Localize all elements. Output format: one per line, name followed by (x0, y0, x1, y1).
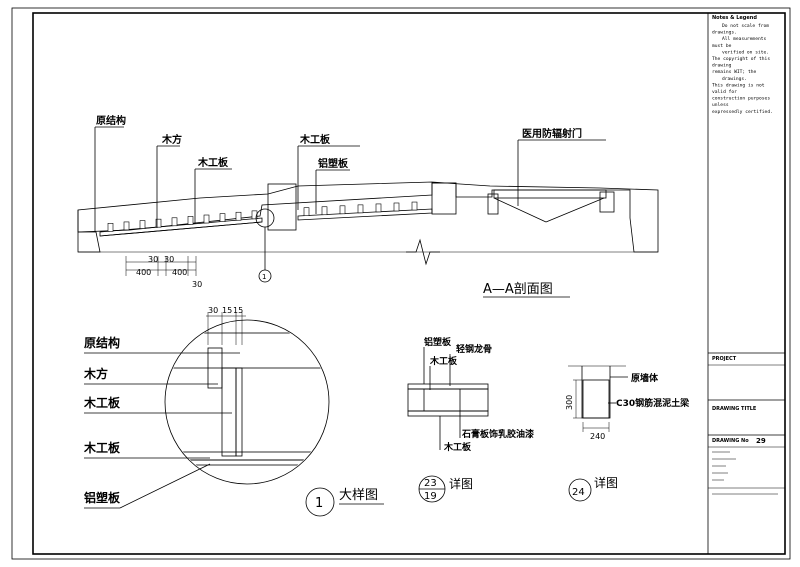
detail-23: 铝塑板 轻钢龙骨 木工板 石膏板饰乳胶油漆 木工板 23 19 详图 (407, 336, 534, 503)
batten (357, 204, 364, 214)
batten (321, 206, 328, 216)
section-title: A—A剖面图 (483, 282, 553, 297)
batten (139, 220, 146, 229)
batten (155, 218, 162, 228)
batten (375, 203, 382, 213)
detail-23-title: 详图 (449, 476, 473, 491)
dim-30c: 30 (192, 280, 202, 289)
door-frame (493, 189, 607, 199)
d1-label-alu: 铝塑板 (84, 490, 121, 505)
notes-line: verified on site. (722, 49, 769, 55)
label-structure: 原结构 (96, 114, 126, 127)
batten (303, 207, 310, 216)
callout-number: 1 (262, 273, 266, 281)
d23-label-alu: 铝塑板 (424, 336, 452, 348)
label-board: 木工板 (197, 156, 229, 169)
battens (107, 201, 418, 232)
project-label: PROJECT (712, 356, 737, 362)
detail-circle (164, 319, 330, 485)
label-door: 医用防辐射门 (522, 127, 582, 140)
batten (219, 213, 226, 222)
batten (339, 205, 346, 215)
batten (251, 210, 258, 220)
notes-line: Do not scale from (722, 23, 769, 29)
notes-line: construction purposes (712, 96, 770, 102)
label-board2: 木工板 (299, 133, 331, 146)
detail-24-title: 详图 (594, 475, 618, 490)
label-alu-plastic: 铝塑板 (318, 157, 349, 170)
section-aa: 1 原结构 木方 木工板 木工板 铝塑板 医用防辐射门 30 400 (77, 114, 659, 298)
d1-label-board: 木工板 (83, 395, 121, 410)
detail-24-number: 24 (572, 487, 585, 498)
label-timber: 木方 (161, 133, 182, 146)
notes-line: All measurements (722, 36, 766, 42)
d23-label-board: 木工板 (429, 355, 458, 367)
batten (171, 217, 178, 227)
notes-heading: Notes & Legend (712, 15, 757, 21)
column-right (431, 182, 457, 215)
dim-15a: 15 (222, 306, 232, 315)
detail-1-number: 1 (315, 496, 323, 511)
notes-line: drawing (712, 63, 732, 69)
detail-number-circle (305, 487, 335, 517)
concrete-slab (77, 181, 659, 253)
d23-label-gypsum: 石膏板饰乳胶油漆 (461, 428, 534, 440)
batten (107, 223, 114, 232)
dim-240: 240 (590, 432, 605, 441)
notes-line: expressedly certified. (712, 109, 773, 115)
detail-23-bottom: 19 (424, 491, 437, 502)
notes-line: unless (712, 102, 729, 108)
batten (411, 201, 418, 211)
notes-line: must be (712, 43, 732, 49)
detail-23-top: 23 (424, 478, 437, 489)
dim-30b: 30 (164, 255, 174, 264)
dim-30a: 30 (148, 255, 158, 264)
d24-label-beam: C30钢筋混泥土梁 (616, 397, 690, 409)
dim-30: 30 (208, 306, 218, 315)
title-block: Notes & Legend Do not scale fromdrawings… (708, 15, 785, 495)
dim-300: 300 (565, 395, 574, 410)
detail-1-title: 大样图 (339, 488, 378, 503)
dim-15b: 15 (233, 306, 243, 315)
drawing-no-label: DRAWING No (712, 438, 749, 444)
notes-line: valid for (712, 89, 737, 95)
batten (235, 211, 242, 221)
dimensions: 30 400 30 400 30 (125, 255, 202, 289)
d1-label-timber: 木方 (83, 366, 108, 381)
column-left (267, 183, 297, 231)
dim-400a: 400 (136, 268, 151, 277)
d24-label-wall: 原墙体 (631, 372, 659, 384)
outer-border (11, 7, 791, 560)
batten (187, 216, 194, 225)
detail-24-circle (568, 478, 592, 502)
batten (123, 221, 130, 231)
drawing-no: 29 (756, 437, 766, 445)
batten (393, 202, 400, 212)
detail-1: 30 15 15 原结构 木方 木工板 木工板 铝塑板 1 大样图 (83, 306, 384, 517)
dim-400b: 400 (172, 268, 187, 277)
notes-line: remains WIT; the (712, 69, 756, 75)
batten (203, 214, 210, 224)
notes-line: The copyright of this (712, 56, 770, 62)
d23-label-keel: 轻钢龙骨 (456, 343, 492, 355)
notes-line: drawings. (722, 76, 747, 82)
d1-label-board2: 木工板 (83, 440, 121, 455)
d23-label-board2: 木工板 (443, 441, 472, 453)
notes-line: drawings. (712, 30, 737, 36)
drawing-title-label: DRAWING TITLE (712, 406, 757, 412)
beam-section (582, 379, 610, 419)
inner-border (32, 12, 786, 555)
notes-line: This drawing is not (712, 82, 765, 88)
detail-24: 300 240 原墙体 C30钢筋混泥土梁 24 详图 (565, 365, 690, 502)
d1-label-structure: 原结构 (84, 335, 120, 350)
